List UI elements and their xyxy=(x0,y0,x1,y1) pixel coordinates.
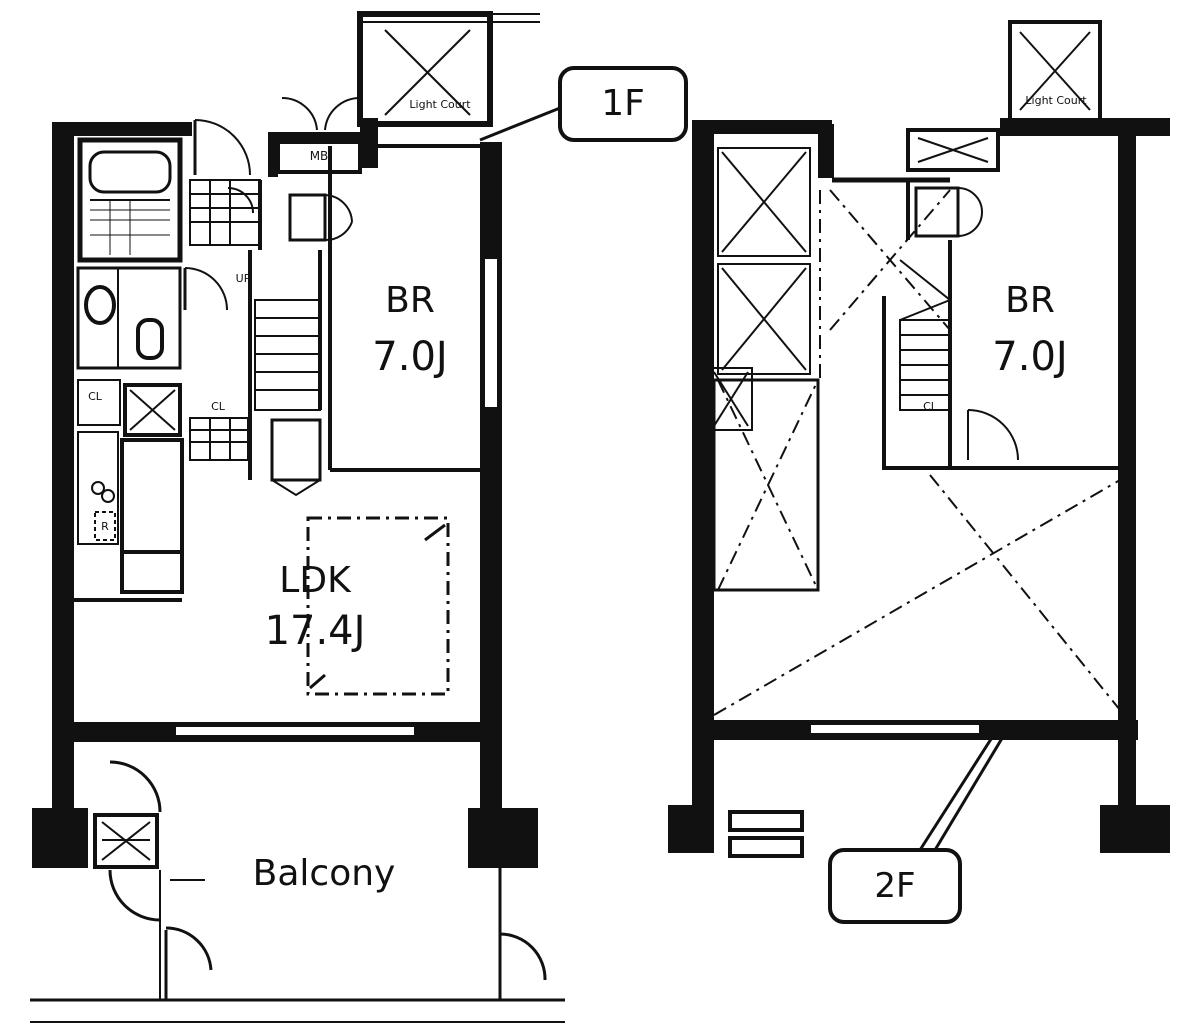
refrigerator-label: R xyxy=(101,520,109,533)
meter-box-label: MB xyxy=(310,149,329,163)
light-court-1f xyxy=(357,11,540,127)
floor-1-label: 1F xyxy=(601,83,645,124)
light-court-2f-label: Light Court xyxy=(1025,94,1087,107)
closet-2f-label: CL xyxy=(923,400,938,413)
ldk-name: LDK xyxy=(279,560,352,601)
bedroom-1f-name: BR xyxy=(385,280,435,321)
bedroom-2f-name: BR xyxy=(1005,280,1055,321)
bedroom-2f-size: 7.0J xyxy=(992,334,1067,380)
balcony-area xyxy=(30,760,565,1023)
up-label: UP xyxy=(236,272,251,285)
floor-2-plan xyxy=(668,20,1170,924)
wardrobe-1f-label: CL xyxy=(88,390,103,403)
ldk-size: 17.4J xyxy=(265,608,366,654)
floor-1-plan xyxy=(30,11,688,1023)
closet-1f-label: CL xyxy=(211,400,226,413)
bathtub-1f xyxy=(77,137,183,263)
bedroom-1f-size: 7.0J xyxy=(372,334,447,380)
light-court-1f-label: Light Court xyxy=(409,98,471,111)
floor-2-label: 2F xyxy=(874,866,915,906)
balcony-label: Balcony xyxy=(253,853,396,894)
